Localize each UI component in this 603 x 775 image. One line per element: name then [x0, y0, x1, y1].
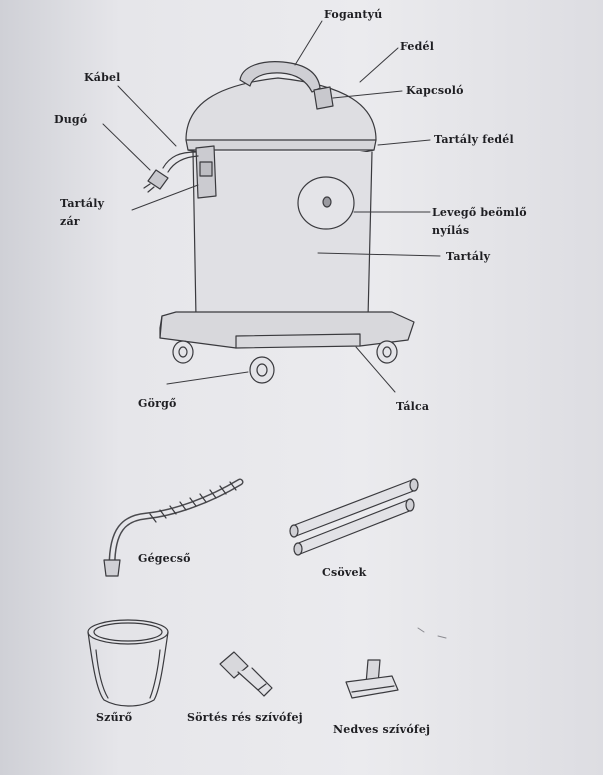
label-tray: Tálca — [396, 400, 430, 413]
filter-drawing — [87, 619, 169, 707]
label-plug: Dugó — [54, 113, 88, 126]
label-air-inlet-2: nyílás — [432, 224, 470, 237]
label-air-inlet-1: Levegő beömlő — [432, 206, 527, 219]
label-cable: Kábel — [84, 71, 121, 84]
label-tank-lock-1: Tartály — [60, 197, 105, 210]
label-caster: Görgő — [138, 397, 177, 410]
label-lid: Fedél — [400, 40, 435, 53]
label-hose: Gégecső — [138, 552, 191, 565]
label-handle: Fogantyú — [324, 8, 383, 21]
label-tank-lock-2: zár — [60, 215, 80, 228]
label-switch: Kapcsoló — [406, 84, 464, 97]
leader-lines — [102, 20, 441, 393]
label-tank-lid: Tartály fedél — [434, 133, 514, 146]
label-filter: Szűrő — [96, 711, 133, 724]
hose-drawing — [103, 478, 244, 577]
label-tank: Tartály — [446, 250, 491, 263]
label-brush-nozzle: Sörtés rés szívófej — [187, 711, 303, 724]
label-tubes: Csövek — [322, 566, 367, 579]
vacuum-cleaner-drawing — [143, 61, 415, 384]
wet-nozzle-drawing — [345, 659, 399, 699]
handle-part — [239, 61, 321, 93]
tubes-drawing — [289, 478, 419, 556]
brush-nozzle-drawing — [219, 651, 273, 697]
label-wet-nozzle: Nedves szívófej — [333, 723, 431, 736]
